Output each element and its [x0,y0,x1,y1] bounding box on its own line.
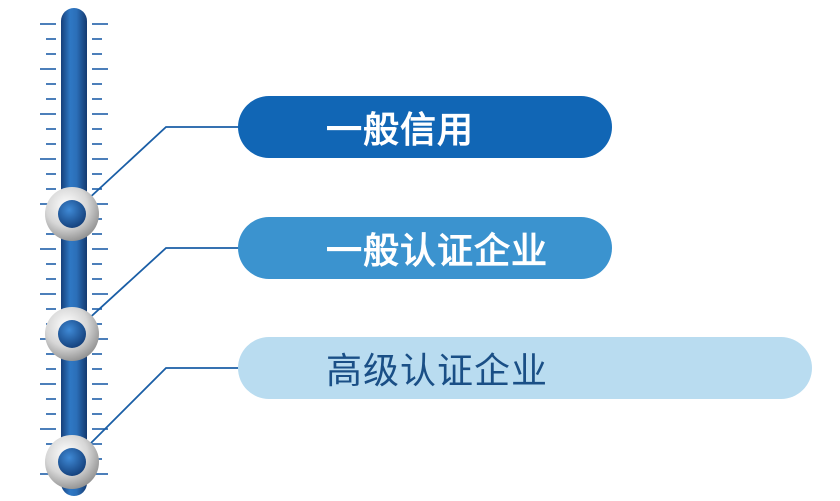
level-label-1: 一般信用 [326,110,475,151]
level-pill-1: 一般信用 [238,96,612,158]
connector-line-1 [71,126,240,215]
connector-line-3 [71,367,240,463]
gauge-knob-2 [45,307,99,361]
gauge-knob-3 [45,435,99,489]
level-pill-3: 高级认证企业 [238,337,812,399]
level-pill-2: 一般认证企业 [238,217,612,279]
gauge-knob-1 [45,187,99,241]
gauge-bar [61,8,87,496]
connector-line-2 [71,247,240,335]
level-label-3: 高级认证企业 [326,351,549,392]
level-label-2: 一般认证企业 [326,231,549,272]
